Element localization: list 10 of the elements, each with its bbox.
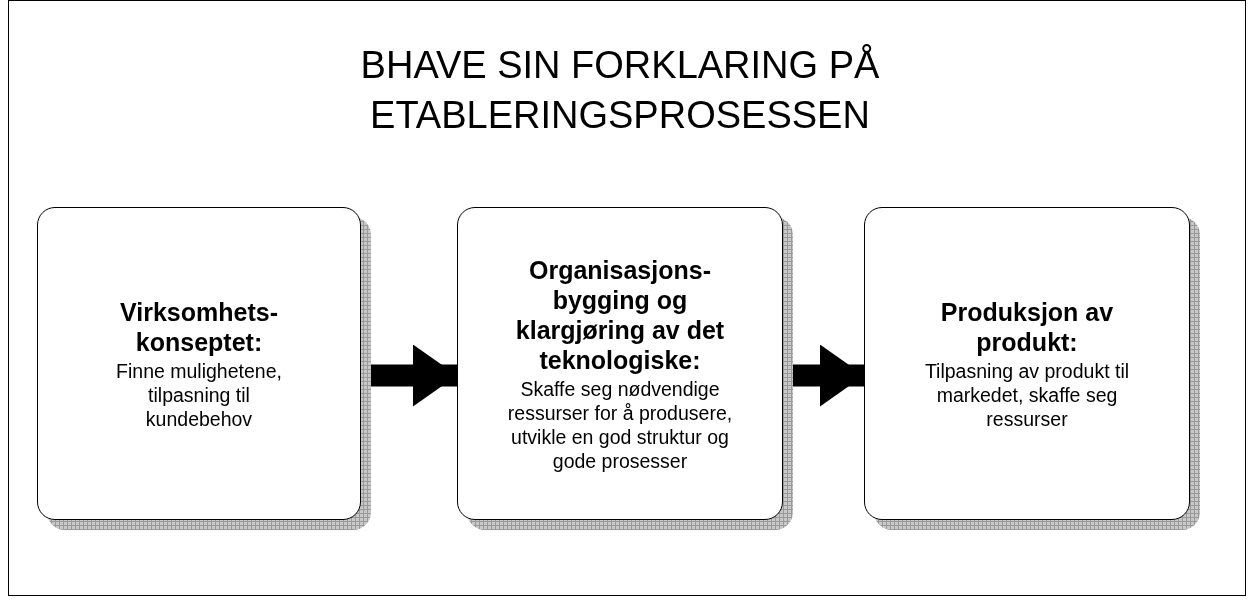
step-heading: Virksomhets-konseptet: [119, 296, 279, 357]
title: BHAVE SIN FORKLARING PÅ ETABLERINGSPROSESSEN [359, 43, 881, 138]
step-description: Skaffe seg nødvendige ressurser for å produsere, utvikle en god struktur og gode prosesser [506, 376, 734, 473]
process-box [864, 207, 1190, 520]
step-description: Finne mulighetene, tilpasning til kundebehov [115, 358, 283, 431]
process-box [457, 207, 783, 520]
step-heading: Produksjon av produkt: [939, 296, 1115, 357]
process-box [37, 207, 361, 520]
step-heading: Organisasjons-bygging og klargjøring av det teknologiske: [514, 254, 726, 375]
step-description: Tilpasning av produkt til markedet, skaffe seg ressurser [923, 358, 1131, 431]
